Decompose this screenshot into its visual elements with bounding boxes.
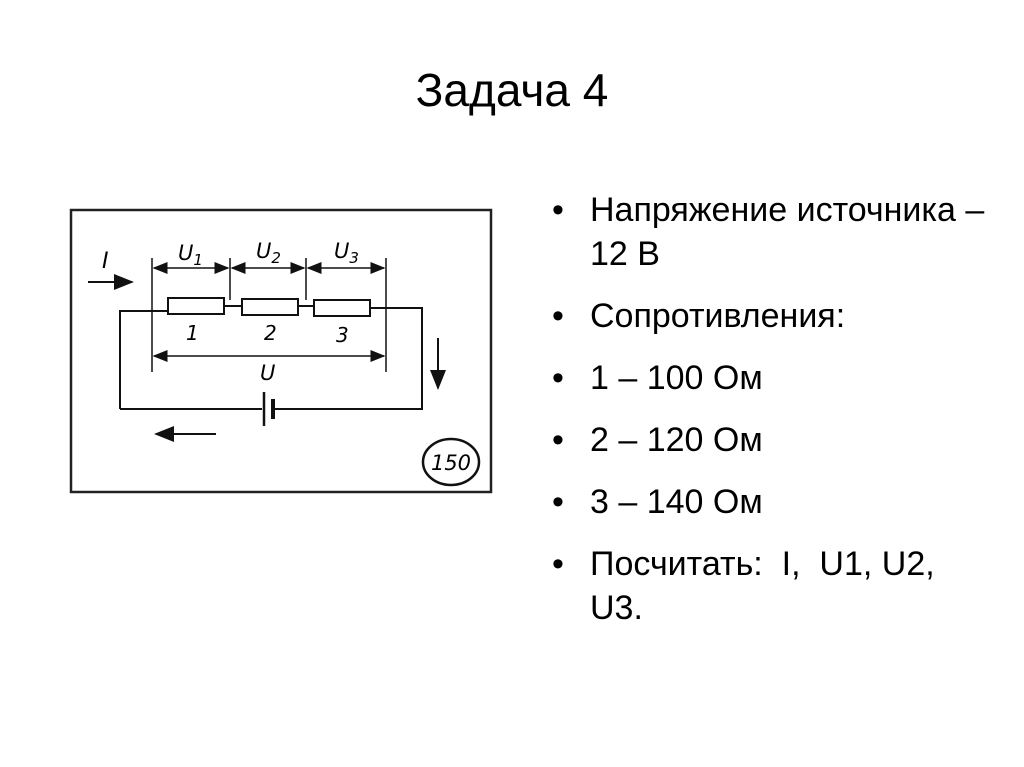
- bullet-resistor-1: • 1 – 100 Ом: [548, 356, 988, 400]
- task-bullet-list: • Напряжение источника – 12 В • Сопротив…: [548, 188, 988, 648]
- u2-label-subscript: 2: [271, 249, 281, 267]
- circuit-diagram: I 1 2 3 U1 U2 U3: [60, 196, 504, 506]
- bullet-compute-task: • Посчитать: I, U1, U2, U3.: [548, 542, 988, 630]
- u2-label-letter: U: [256, 239, 271, 263]
- bullet-dot: •: [552, 359, 564, 397]
- bullet-dot: •: [552, 191, 564, 229]
- current-label: I: [102, 249, 109, 274]
- bullet-dot: •: [552, 297, 564, 335]
- circuit-schematic: I 1 2 3 U1 U2 U3: [69, 208, 493, 494]
- bullet-text: Напряжение источника – 12 В: [590, 191, 985, 273]
- bullet-source-voltage: • Напряжение источника – 12 В: [548, 188, 988, 276]
- u3-label-subscript: 3: [349, 249, 359, 267]
- u2-label: U2: [256, 239, 281, 267]
- bullet-dot: •: [552, 545, 564, 583]
- diagram-frame: [69, 208, 493, 494]
- resistor-3: [313, 299, 371, 317]
- slide-title: Задача 4: [415, 64, 609, 116]
- u3-label: U3: [334, 239, 359, 267]
- u1-label-letter: U: [178, 241, 193, 265]
- bullet-text: 3 – 140 Ом: [590, 483, 763, 521]
- u3-label-letter: U: [334, 239, 349, 263]
- resistor-number-1: 1: [186, 321, 199, 345]
- circuit-wire-right: [274, 307, 423, 410]
- u1-label-subscript: 1: [193, 251, 203, 269]
- u1-label: U1: [178, 241, 203, 269]
- bullet-resistor-3: • 3 – 140 Ом: [548, 480, 988, 524]
- bullet-text: Посчитать: I, U1, U2, U3.: [590, 545, 945, 627]
- circuit-wire-top: [119, 310, 168, 409]
- resistor-1: [167, 297, 225, 315]
- bullet-resistor-2: • 2 – 120 Ом: [548, 418, 988, 462]
- figure-number: 150: [431, 451, 471, 475]
- resistor-2: [241, 298, 299, 316]
- bullet-text: 2 – 120 Ом: [590, 421, 763, 459]
- resistor-number-2: 2: [264, 321, 277, 345]
- bullet-text: Сопротивления:: [590, 297, 846, 335]
- resistor-number-3: 3: [336, 323, 349, 347]
- figure-number-badge: [421, 437, 481, 487]
- bullet-dot: •: [552, 483, 564, 521]
- total-u-label: U: [260, 361, 275, 385]
- bullet-dot: •: [552, 421, 564, 459]
- bullet-resistances-heading: • Сопротивления:: [548, 294, 988, 338]
- bullet-text: 1 – 100 Ом: [590, 359, 763, 397]
